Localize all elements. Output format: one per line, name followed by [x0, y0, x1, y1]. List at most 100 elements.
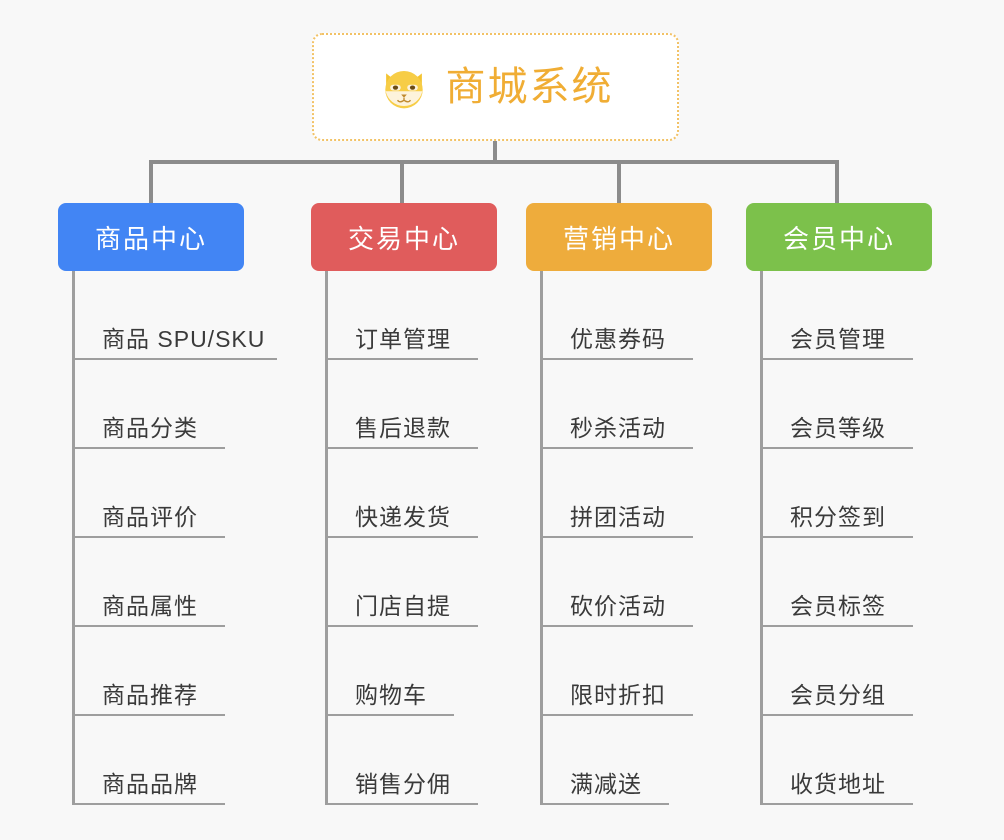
leaf-item[interactable]: 门店自提: [311, 538, 541, 627]
leaf-underline: [540, 625, 693, 627]
leaf-item[interactable]: 会员标签: [746, 538, 976, 627]
branch-column-trade-center: 交易中心 订单管理 售后退款 快递发货 门店自提 购物车: [311, 203, 541, 805]
leaf-item-label: 秒杀活动: [570, 415, 666, 441]
leaf-item-label: 商品 SPU/SKU: [102, 326, 266, 352]
leaf-underline: [540, 447, 693, 449]
leaf-item-label: 会员分组: [790, 682, 886, 708]
connector-bus: [149, 160, 839, 164]
leaf-underline: [325, 803, 478, 805]
leaf-list: 订单管理 售后退款 快递发货 门店自提 购物车 销售分佣: [311, 271, 541, 805]
leaf-item-label: 订单管理: [355, 326, 451, 352]
branch-header-label: 会员中心: [782, 223, 895, 254]
leaf-item[interactable]: 收货地址: [746, 716, 976, 805]
leaf-list: 会员管理 会员等级 积分签到 会员标签 会员分组 收货地址: [746, 271, 976, 805]
leaf-item-label: 限时折扣: [570, 682, 666, 708]
leaf-underline: [540, 714, 693, 716]
leaf-item-label: 购物车: [355, 682, 427, 708]
leaf-underline: [540, 536, 693, 538]
leaf-item[interactable]: 商品属性: [58, 538, 318, 627]
leaf-item-label: 会员管理: [790, 326, 886, 352]
branch-header-trade-center[interactable]: 交易中心: [311, 203, 497, 271]
branch-column-member-center: 会员中心 会员管理 会员等级 积分签到 会员标签 会员分组: [746, 203, 976, 805]
leaf-item-label: 优惠券码: [570, 326, 666, 352]
branch-column-product-center: 商品中心 商品 SPU/SKU 商品分类 商品评价 商品属性 商品推荐: [58, 203, 318, 805]
leaf-item-label: 商品品牌: [102, 771, 198, 797]
leaf-item[interactable]: 商品分类: [58, 360, 318, 449]
branch-header-label: 营销中心: [562, 223, 675, 254]
leaf-underline: [325, 714, 454, 716]
leaf-item-label: 商品推荐: [102, 682, 198, 708]
leaf-underline: [760, 803, 913, 805]
branch-header-member-center[interactable]: 会员中心: [746, 203, 932, 271]
leaf-underline: [540, 358, 693, 360]
leaf-underline: [72, 803, 225, 805]
leaf-underline: [325, 447, 478, 449]
connector-drop-4: [835, 160, 839, 205]
leaf-underline: [760, 358, 913, 360]
leaf-item[interactable]: 商品评价: [58, 449, 318, 538]
leaf-item-label: 商品分类: [102, 415, 198, 441]
leaf-item-label: 满减送: [570, 771, 642, 797]
leaf-underline: [325, 625, 478, 627]
leaf-underline: [72, 625, 225, 627]
root-node-mall-system[interactable]: 商城系统: [312, 33, 679, 141]
leaf-item-label: 售后退款: [355, 415, 451, 441]
branch-header-label: 交易中心: [347, 223, 460, 254]
column-spine: [72, 271, 75, 805]
column-spine: [325, 271, 328, 805]
leaf-item-label: 门店自提: [355, 593, 451, 619]
leaf-item[interactable]: 秒杀活动: [526, 360, 756, 449]
branch-column-marketing-center: 营销中心 优惠券码 秒杀活动 拼团活动 砍价活动 限时折扣: [526, 203, 756, 805]
leaf-item-label: 商品属性: [102, 593, 198, 619]
leaf-item-label: 会员等级: [790, 415, 886, 441]
leaf-item-label: 拼团活动: [570, 504, 666, 530]
leaf-underline: [72, 447, 225, 449]
shiba-dog-face-icon: [378, 62, 430, 114]
leaf-item[interactable]: 快递发货: [311, 449, 541, 538]
leaf-underline: [72, 358, 277, 360]
leaf-item-label: 收货地址: [790, 771, 886, 797]
leaf-item-label: 快递发货: [355, 504, 451, 530]
leaf-underline: [760, 447, 913, 449]
leaf-underline: [325, 536, 478, 538]
leaf-item[interactable]: 商品推荐: [58, 627, 318, 716]
leaf-underline: [760, 714, 913, 716]
leaf-item[interactable]: 砍价活动: [526, 538, 756, 627]
leaf-item[interactable]: 会员管理: [746, 271, 976, 360]
leaf-item[interactable]: 订单管理: [311, 271, 541, 360]
connector-drop-2: [400, 160, 404, 205]
leaf-list: 优惠券码 秒杀活动 拼团活动 砍价活动 限时折扣 满减送: [526, 271, 756, 805]
leaf-item[interactable]: 积分签到: [746, 449, 976, 538]
leaf-item[interactable]: 销售分佣: [311, 716, 541, 805]
column-spine: [540, 271, 543, 805]
connector-drop-1: [149, 160, 153, 205]
leaf-item[interactable]: 优惠券码: [526, 271, 756, 360]
leaf-item[interactable]: 拼团活动: [526, 449, 756, 538]
leaf-underline: [72, 536, 225, 538]
leaf-item[interactable]: 会员分组: [746, 627, 976, 716]
connector-drop-3: [617, 160, 621, 205]
root-title: 商城系统: [445, 65, 614, 109]
leaf-item-label: 积分签到: [790, 504, 886, 530]
leaf-item[interactable]: 会员等级: [746, 360, 976, 449]
leaf-underline: [72, 714, 225, 716]
leaf-item-label: 商品评价: [102, 504, 198, 530]
leaf-underline: [760, 536, 913, 538]
leaf-list: 商品 SPU/SKU 商品分类 商品评价 商品属性 商品推荐 商品品牌: [58, 271, 318, 805]
leaf-item-label: 销售分佣: [355, 771, 451, 797]
column-spine: [760, 271, 763, 805]
branch-header-marketing-center[interactable]: 营销中心: [526, 203, 712, 271]
leaf-item-label: 砍价活动: [570, 593, 666, 619]
leaf-item[interactable]: 售后退款: [311, 360, 541, 449]
branch-header-label: 商品中心: [94, 223, 207, 254]
branch-header-product-center[interactable]: 商品中心: [58, 203, 244, 271]
leaf-item-label: 会员标签: [790, 593, 886, 619]
connector-root-stem: [493, 141, 497, 162]
leaf-item[interactable]: 商品品牌: [58, 716, 318, 805]
leaf-item[interactable]: 满减送: [526, 716, 756, 805]
leaf-item[interactable]: 商品 SPU/SKU: [58, 271, 318, 360]
leaf-item[interactable]: 限时折扣: [526, 627, 756, 716]
leaf-underline: [325, 358, 478, 360]
leaf-item[interactable]: 购物车: [311, 627, 541, 716]
